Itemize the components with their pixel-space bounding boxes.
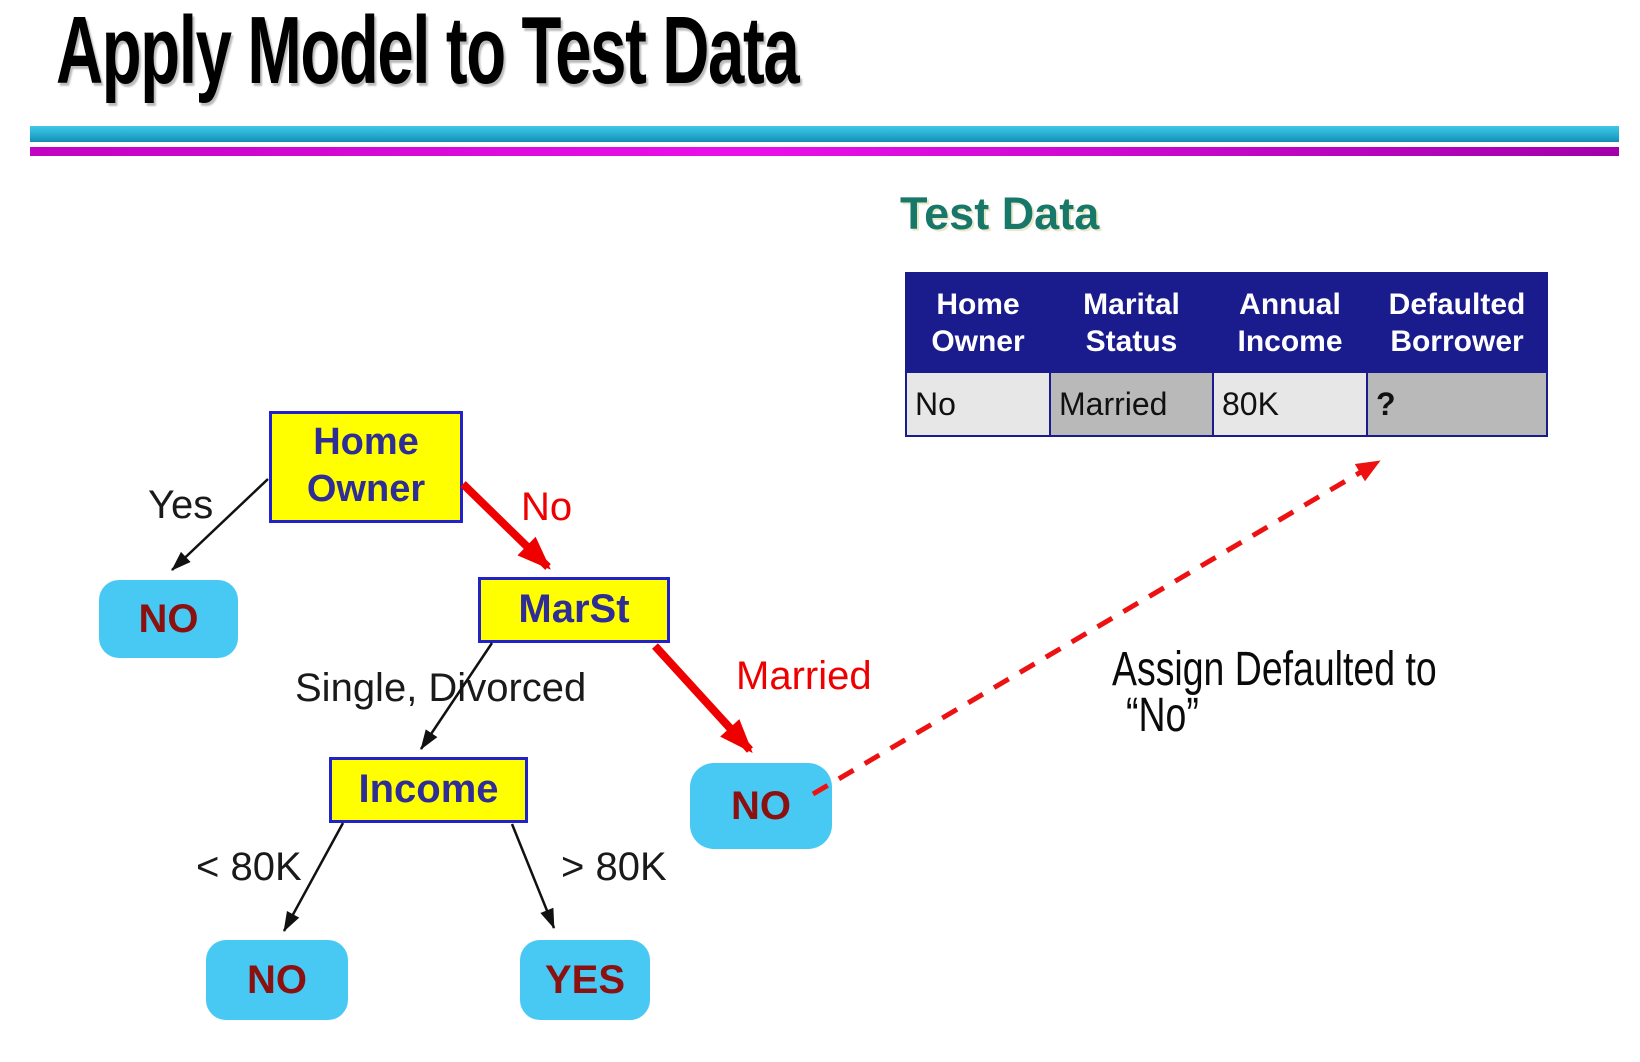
col-header-marital-status: Marital Status — [1049, 272, 1214, 373]
cell-marital-status: Married — [1049, 371, 1214, 437]
cell-annual-income: 80K — [1212, 371, 1368, 437]
table-data-row: No Married 80K ? — [905, 371, 1548, 437]
tree-leaf-no-yes-branch: NO — [99, 580, 238, 658]
tree-leaf-no-low-income: NO — [206, 940, 348, 1020]
branch-label-no: No — [521, 485, 573, 529]
tree-node-income: Income — [329, 757, 528, 823]
col-header-defaulted-borrower: Defaulted Borrower — [1366, 272, 1548, 373]
branch-label-single-divorced: Single, Divorced — [295, 666, 587, 710]
tree-leaf-no-married-branch: NO — [690, 763, 832, 849]
tree-leaf-yes-high-income: YES — [520, 940, 650, 1020]
branch-label-married: Married — [736, 654, 872, 698]
test-data-heading: Test Data — [900, 188, 1100, 239]
slide-title: Apply Model to Test Data — [56, 0, 800, 104]
cell-home-owner: No — [905, 371, 1051, 437]
divider-bar-magenta — [30, 147, 1619, 156]
tree-node-marst: MarSt — [478, 577, 670, 643]
branch-label-yes: Yes — [148, 483, 214, 527]
tree-node-home-owner: Home Owner — [269, 411, 463, 523]
assignment-dashed-arrow — [811, 459, 1381, 797]
cell-defaulted-borrower: ? — [1366, 371, 1548, 437]
test-data-table: Home Owner Marital Status Annual Income … — [905, 272, 1548, 437]
divider-bar-cyan — [30, 126, 1619, 142]
branch-arrow-greater-than-80k — [510, 823, 556, 929]
table-header-row: Home Owner Marital Status Annual Income … — [905, 272, 1548, 373]
branch-label-greater-than-80k: > 80K — [561, 845, 667, 889]
annotation-assign-value: “No” — [1126, 689, 1199, 742]
col-header-home-owner: Home Owner — [905, 272, 1051, 373]
col-header-annual-income: Annual Income — [1212, 272, 1368, 373]
branch-label-less-than-80k: < 80K — [196, 845, 302, 889]
